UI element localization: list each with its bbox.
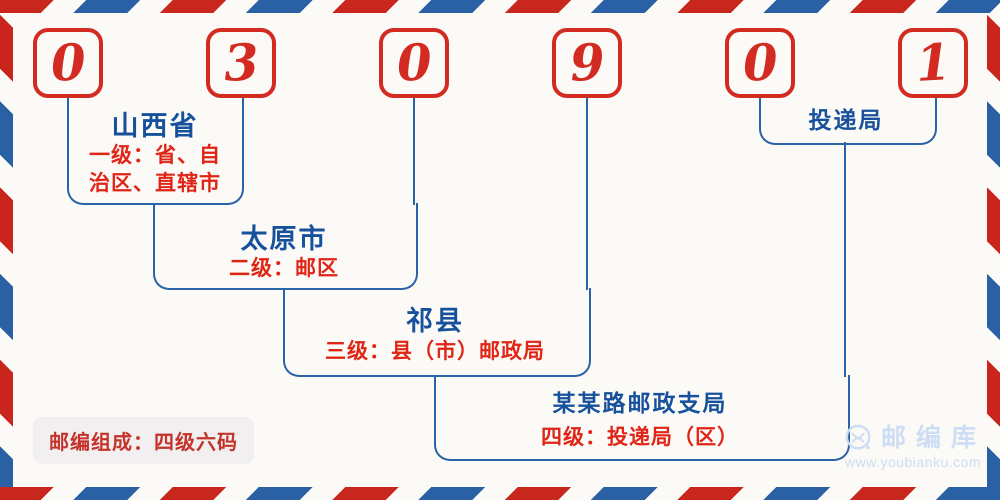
level-2-desc: 二级：邮区 xyxy=(229,257,339,280)
bracket-delivery xyxy=(759,97,937,145)
digit-box-1: 0 xyxy=(33,28,103,98)
level-1-desc: 一级：省、自 治区、直辖市 xyxy=(89,142,221,198)
airmail-border-bottom xyxy=(0,487,1000,500)
level-4-name: 某某路邮政支局 xyxy=(552,391,728,416)
connector-line-digit-4 xyxy=(586,97,588,290)
youbianku-watermark[interactable]: 邮编库 www.youbianku.com xyxy=(845,424,986,469)
digit-3: 0 xyxy=(395,32,433,93)
digit-4: 9 xyxy=(568,32,606,93)
postal-code-composition-badge: 邮编组成：四级六码 xyxy=(33,417,254,464)
digit-2: 3 xyxy=(222,32,260,93)
envelope-circle-icon xyxy=(845,424,871,450)
watermark-brand[interactable]: 邮编库 xyxy=(881,423,987,452)
level-1-desc-line-2: 治区、直辖市 xyxy=(89,172,221,195)
watermark-url[interactable]: www.youbianku.com xyxy=(845,454,982,470)
digit-box-2: 3 xyxy=(206,28,276,98)
level-4-desc: 四级：投递局（区） xyxy=(541,426,739,449)
connector-line-digit-3 xyxy=(413,97,415,205)
airmail-border-left xyxy=(0,0,13,500)
digit-box-5: 0 xyxy=(725,28,795,98)
connector-line-delivery xyxy=(844,142,846,377)
level-3-name: 祁县 xyxy=(406,306,464,336)
airmail-border-right xyxy=(987,0,1000,500)
digit-6: 1 xyxy=(914,32,952,93)
delivery-bureau-label: 投递局 xyxy=(808,108,884,133)
level-1-name: 山西省 xyxy=(111,111,199,141)
digit-1: 0 xyxy=(49,32,87,93)
level-1-desc-line-1: 一级：省、自 xyxy=(89,144,221,167)
airmail-border-top xyxy=(0,0,1000,13)
bracket-level-4 xyxy=(434,375,850,461)
digit-box-6: 1 xyxy=(898,28,968,98)
digit-5: 0 xyxy=(741,32,779,93)
level-3-desc: 三级：县（市）邮政局 xyxy=(325,340,545,363)
level-2-name: 太原市 xyxy=(240,224,328,254)
digit-box-3: 0 xyxy=(379,28,449,98)
badge-text: 邮编组成：四级六码 xyxy=(49,432,238,454)
digit-box-4: 9 xyxy=(552,28,622,98)
